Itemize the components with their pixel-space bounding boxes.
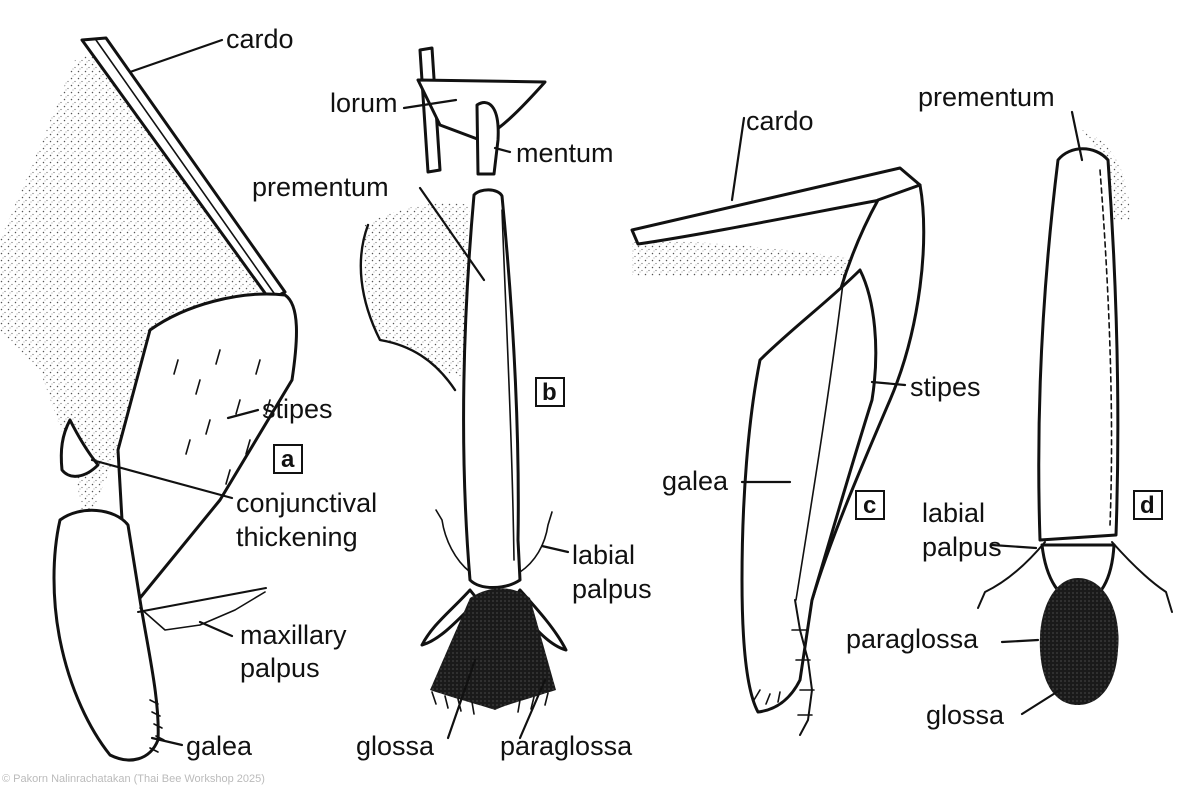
label-cardo-c: cardo [746,106,814,136]
membrane-c [632,240,880,277]
credit-text: © Pakorn Nalinrachatakan (Thai Bee Works… [2,773,265,785]
label-labial-b: labial [572,540,635,570]
conjunctival-thickening-a [59,418,100,478]
label-cardo-a: cardo [226,24,294,54]
panel-d-letter: d [1140,492,1155,519]
panel-b-letter: b [542,379,557,406]
maxillary-palpus-c [794,599,813,736]
labial-palpus-d-left [977,541,1046,609]
membrane-b [363,203,470,380]
label-galea-c: galea [662,466,729,496]
panel-b-labium-drawing [359,46,570,740]
maxillary-palpus-a [139,591,266,631]
label-paraglossa-b: paraglossa [500,731,633,761]
galea-c [740,268,878,714]
panel-c-box [855,490,885,520]
label-stipes-a: stipes [262,394,333,424]
label-palpus-a: palpus [240,653,320,683]
label-labial-d: labial [922,498,985,528]
label-stipes-c: stipes [910,372,981,402]
labial-palpus-d-right [1111,541,1173,613]
panel-a-letter: a [281,446,295,473]
prementum-d [1037,147,1120,542]
label-prementum-d: prementum [918,82,1055,112]
panel-d-labium-drawing [977,110,1173,716]
label-glossa-d: glossa [926,700,1005,730]
label-paraglossa-d: paraglossa [846,624,979,654]
panel-a-box [273,444,303,474]
panel-c-maxilla-drawing [630,116,926,736]
label-prementum-b: prementum [252,172,389,202]
cardo-rod-a [80,36,287,302]
prementum-b [462,188,522,589]
label-conjunctival-a: conjunctival [236,488,377,518]
membrane-a [0,48,285,530]
stipes-a [116,292,298,600]
panel-d-box [1133,490,1163,520]
glossa-d [1039,578,1119,705]
galea-a [52,508,160,762]
labial-palpus-b-left [435,509,471,573]
mentum-b [475,101,500,176]
label-maxillary-a: maxillary [240,620,347,650]
panel-c-letter: c [863,492,876,519]
labial-palpus-b-right [519,511,553,573]
label-thickening-a: thickening [236,522,358,552]
label-glossa-b: glossa [356,731,435,761]
label-palpus-b: palpus [572,574,652,604]
label-galea-a: galea [186,731,253,761]
label-mentum-b: mentum [516,138,614,168]
glossa-b [430,588,556,710]
panel-b-box [535,377,565,407]
label-lorum-b: lorum [330,88,398,118]
label-palpus-d: palpus [922,532,1002,562]
panel-a-maxilla-drawing [0,36,298,762]
